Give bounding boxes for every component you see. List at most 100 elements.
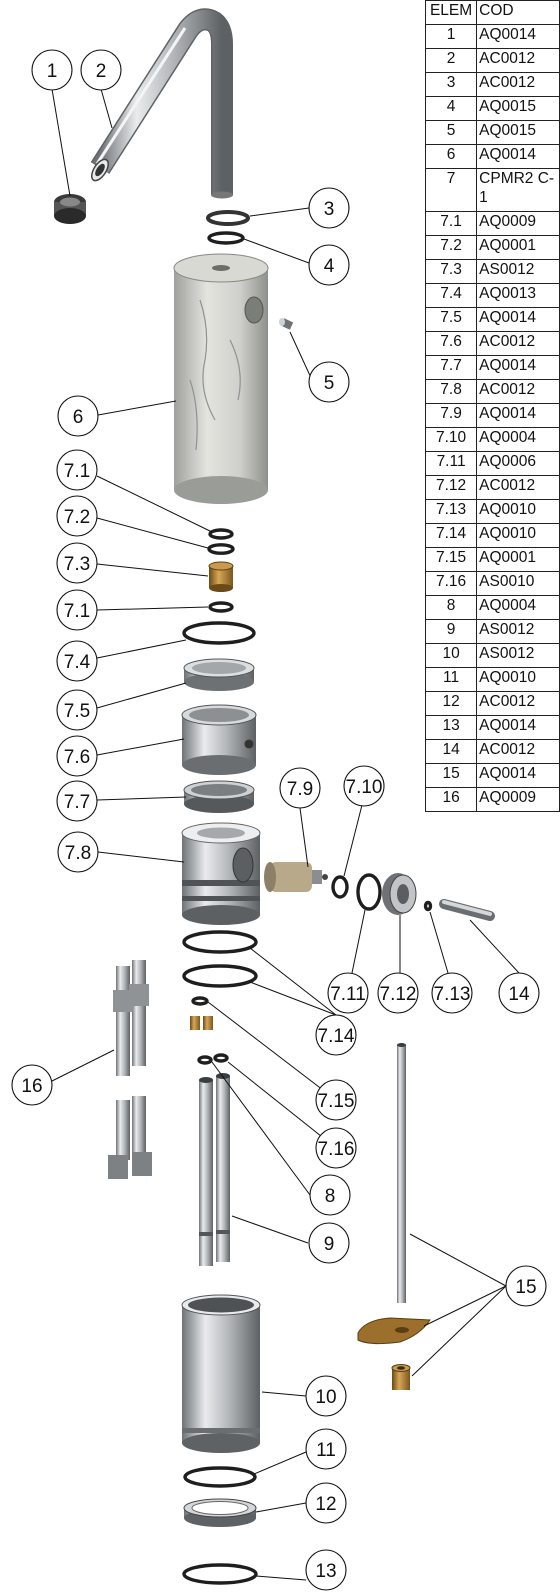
bom-cell-code: AQ0013 bbox=[476, 283, 560, 308]
svg-text:9: 9 bbox=[324, 1234, 335, 1255]
bom-cell-elem: 7.11 bbox=[425, 451, 478, 476]
svg-text:10: 10 bbox=[315, 1387, 336, 1408]
bom-cell-code: AQ0014 bbox=[476, 763, 560, 788]
bom-cell-code: AQ0009 bbox=[476, 787, 560, 812]
part-12-ring bbox=[183, 1498, 257, 1527]
balloon-4: 4 bbox=[308, 244, 350, 286]
bom-cell-elem: 7.16 bbox=[425, 571, 478, 596]
bom-cell-code: AQ0010 bbox=[476, 667, 560, 692]
part-2-spout bbox=[90, 8, 233, 199]
bom-cell-elem: 13 bbox=[425, 715, 478, 740]
balloon-6: 6 bbox=[57, 395, 99, 437]
part-6-body bbox=[173, 253, 269, 504]
svg-text:12: 12 bbox=[315, 1494, 336, 1515]
bom-cell-elem: 11 bbox=[425, 667, 478, 692]
bom-cell-code: AQ0004 bbox=[476, 427, 560, 452]
balloon-7-3: 7.3 bbox=[56, 542, 98, 584]
bom-cell-elem: 8 bbox=[425, 595, 478, 620]
svg-text:7.15: 7.15 bbox=[318, 1091, 355, 1112]
bom-cell-code: AC0012 bbox=[476, 475, 560, 500]
svg-text:7.7: 7.7 bbox=[64, 792, 90, 813]
bom-cell-elem: 7.4 bbox=[425, 283, 478, 308]
bom-cell-code: AC0012 bbox=[476, 739, 560, 764]
balloon-7-1-a: 7.1 bbox=[56, 449, 98, 491]
svg-text:7.6: 7.6 bbox=[64, 747, 90, 768]
bom-cell-code: AQ0015 bbox=[476, 96, 560, 121]
svg-text:15: 15 bbox=[515, 1277, 536, 1298]
leader-lines bbox=[51, 88, 520, 1581]
part-16-hoses bbox=[108, 960, 152, 1179]
bom-cell-code: AQ0001 bbox=[476, 235, 560, 260]
part-7-13-oring bbox=[423, 900, 433, 912]
part-15-bushing bbox=[391, 1364, 411, 1390]
bom-cell-elem: 3 bbox=[425, 72, 478, 97]
svg-text:7.5: 7.5 bbox=[64, 701, 90, 722]
svg-text:7.10: 7.10 bbox=[346, 777, 383, 798]
bom-cell-code: AC0012 bbox=[476, 691, 560, 716]
svg-text:7.14: 7.14 bbox=[318, 1026, 355, 1047]
svg-text:7.11: 7.11 bbox=[330, 984, 366, 1005]
balloon-7-8: 7.8 bbox=[57, 831, 99, 873]
balloon-7-9: 7.9 bbox=[279, 767, 321, 809]
part-7-16-oring-b bbox=[213, 1053, 229, 1063]
bom-cell-elem: 14 bbox=[425, 739, 478, 764]
svg-text:7.9: 7.9 bbox=[287, 779, 313, 800]
bom-header-row: ELEM COD bbox=[425, 0, 560, 25]
balloon-9: 9 bbox=[308, 1222, 350, 1264]
bom-cell-code: AQ0009 bbox=[476, 211, 560, 236]
balloon-11: 11 bbox=[305, 1428, 347, 1470]
bom-cell-code: AC0012 bbox=[476, 379, 560, 404]
bom-cell-elem: 5 bbox=[425, 120, 478, 145]
bom-cell-elem: 7.5 bbox=[425, 307, 478, 332]
part-5-pin bbox=[279, 318, 294, 330]
svg-text:2: 2 bbox=[96, 61, 107, 82]
bom-cell-code: AC0012 bbox=[476, 331, 560, 356]
bom-cell-elem: 7.12 bbox=[425, 475, 478, 500]
bom-cell-code: AQ0015 bbox=[476, 120, 560, 145]
balloon-5: 5 bbox=[308, 361, 350, 403]
bom-cell-code: AQ0014 bbox=[476, 24, 560, 49]
balloon-7-2: 7.2 bbox=[56, 495, 98, 537]
balloon-15: 15 bbox=[505, 1265, 547, 1307]
bom-cell-code: AS0010 bbox=[476, 571, 560, 596]
part-1-nozzle bbox=[54, 194, 86, 224]
part-7-1-oring-a bbox=[208, 528, 234, 540]
part-7-14-oring-b bbox=[182, 964, 258, 988]
part-7-8-cartridge-body bbox=[181, 822, 261, 925]
part-7-11-oring bbox=[356, 873, 382, 911]
svg-text:7.1: 7.1 bbox=[64, 601, 90, 622]
balloon-13: 13 bbox=[305, 1549, 347, 1591]
bom-cell-code: AQ0014 bbox=[476, 403, 560, 428]
bom-cell-code: AS0012 bbox=[476, 619, 560, 644]
bom-cell-elem: 7.1 bbox=[425, 211, 478, 236]
part-10-sleeve bbox=[181, 1294, 261, 1453]
bom-cell-elem: 15 bbox=[425, 763, 478, 788]
balloon-7-11: 7.11 bbox=[327, 972, 369, 1014]
part-15-rod bbox=[397, 1043, 406, 1303]
svg-text:1: 1 bbox=[47, 61, 58, 82]
svg-text:7.4: 7.4 bbox=[64, 652, 91, 673]
svg-text:3: 3 bbox=[324, 199, 335, 220]
balloon-7-14: 7.14 bbox=[315, 1014, 357, 1056]
bom-cell-code: AC0012 bbox=[476, 48, 560, 73]
bom-cell-code: AQ0014 bbox=[476, 355, 560, 380]
part-7-16-oring-a bbox=[197, 1055, 213, 1065]
bom-cell-elem: 7.2 bbox=[425, 235, 478, 260]
